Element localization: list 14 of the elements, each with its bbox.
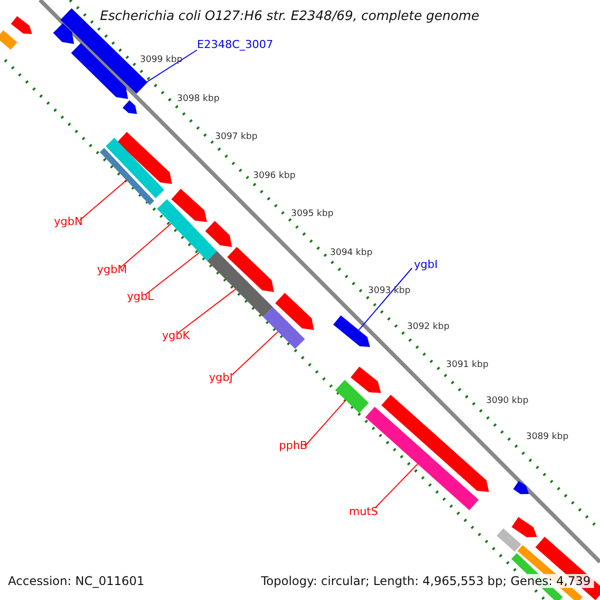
tick-label: 3091 kbp: [446, 360, 488, 370]
accession-text: Accession: NC_011601: [8, 574, 144, 588]
tick-label: 3096 kbp: [253, 171, 296, 181]
tick-label: 3092 kbp: [407, 322, 450, 332]
tick-label: 3099 kbp: [140, 55, 182, 65]
title: Escherichia coli O127:H6 str. E2348/69, complete genome: [100, 9, 480, 24]
tick-label: 3097 kbp: [215, 132, 258, 142]
tick-label: 3098 kbp: [177, 94, 220, 104]
tick-label: 3089 kbp: [526, 432, 568, 442]
tick-label: 3090 kbp: [486, 396, 528, 406]
tick-label: 3094 kbp: [330, 248, 372, 258]
tick-label: 3095 kbp: [291, 209, 334, 219]
tick-label: 3093 kbp: [368, 286, 410, 296]
genome-info-text: Topology: circular; Length: 4,965,553 bp; Genes: 4,739: [258, 574, 594, 588]
